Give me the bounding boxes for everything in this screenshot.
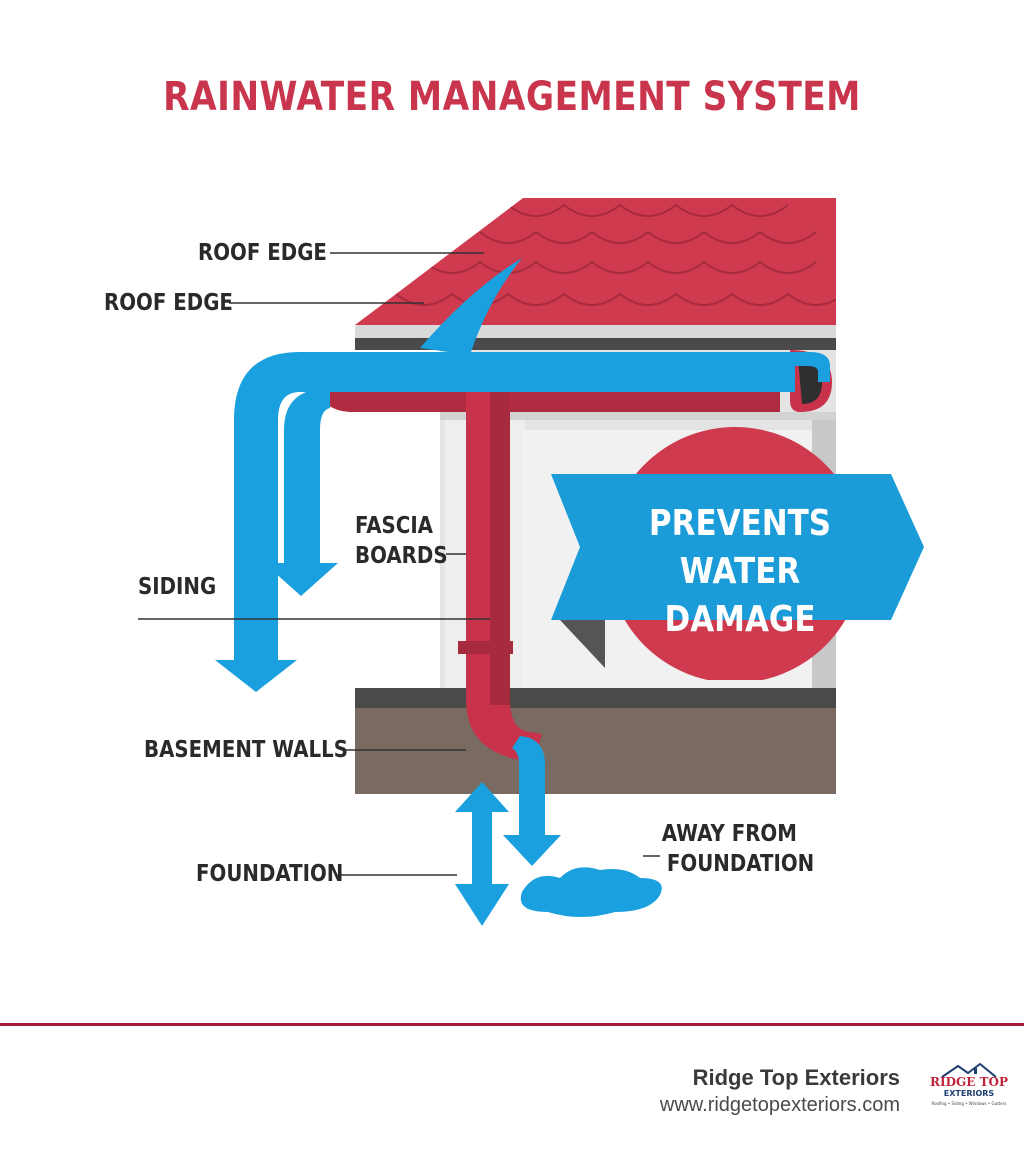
label-fascia-line2: BOARDS [355,543,448,569]
label-roof-edge-upper: ROOF EDGE [198,240,327,266]
roof [355,198,836,350]
label-fascia-boards: FASCIA BOARDS [355,511,448,571]
logo-sub-text: EXTERIORS [943,1089,995,1098]
banner-line2: WATER DAMAGE [664,551,816,640]
water-flow [215,258,830,926]
label-foundation: FOUNDATION [196,861,344,887]
company-website[interactable]: www.ridgetopexteriors.com [659,1094,900,1116]
label-fascia-line1: FASCIA [355,513,433,539]
company-logo: RIDGE TOP EXTERIORS Roofing • Siding • W… [928,1062,1010,1120]
leader-lines [138,252,660,876]
logo-main-text: RIDGE TOP [930,1075,1008,1089]
banner-ribbon [551,474,924,668]
label-away-from-foundation: AWAY FROM FOUNDATION [660,819,815,879]
basement-band [355,688,836,794]
footer-company: Ridge Top Exteriors www.ridgetopexterior… [660,1064,900,1118]
label-roof-edge-lower: ROOF EDGE [104,290,233,316]
banner-line1: PREVENTS [648,503,832,544]
label-away-line2: FOUNDATION [666,851,815,877]
downspout [458,385,542,762]
label-away-line1: AWAY FROM [661,821,797,847]
company-name: Ridge Top Exteriors [692,1065,900,1090]
banner-text: PREVENTS WATER DAMAGE [611,500,869,644]
page-title: RAINWATER MANAGEMENT SYSTEM [163,74,861,120]
label-siding: SIDING [138,574,217,600]
footer-divider [0,1023,1024,1026]
house-roof-icon [941,1062,997,1078]
label-basement-walls: BASEMENT WALLS [144,737,348,763]
logo-tagline: Roofing • Siding • Windows • Gutters [931,1101,1007,1106]
